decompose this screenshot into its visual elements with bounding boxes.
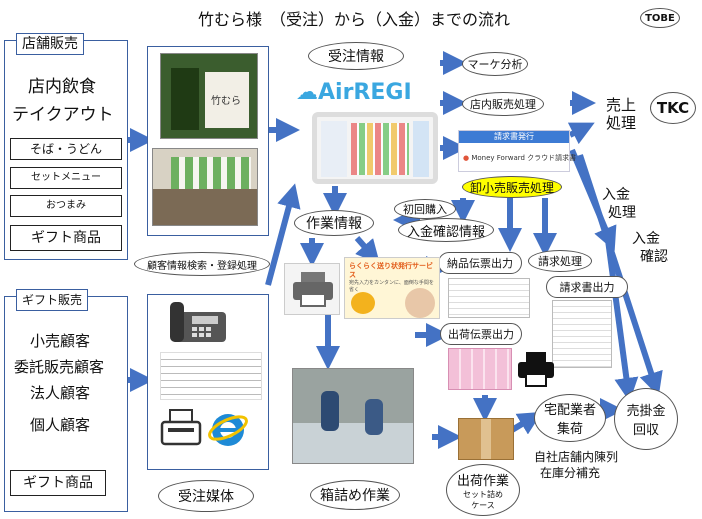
store-gift-item: ギフト商品 (10, 225, 122, 251)
payment-processing-label-2: 処理 (608, 205, 636, 221)
invoice-print-bubble: 請求書出力 (546, 276, 628, 298)
receivable-label: 売掛金 (626, 404, 666, 419)
tablet-sidebar (321, 121, 347, 177)
shipping-work-bubble: 出荷作業 セット詰め ケース (446, 464, 520, 516)
printer-card (284, 263, 340, 315)
order-list-sheet (160, 352, 262, 400)
first-purchase-bubble: 初回購入 (394, 199, 456, 219)
packing-photo (292, 368, 414, 464)
customer-consign: 委託販売顧客 (14, 358, 105, 376)
store-display-label-1: 自社店舗内陳列 (534, 450, 619, 464)
shipping-slip-bubble: 出荷伝票出力 (440, 323, 522, 345)
customer-corporate: 法人顧客 (30, 384, 91, 402)
marketing-analysis-bubble: マーケ分析 (462, 52, 528, 76)
menu-item-otsumami: おつまみ (10, 195, 122, 217)
courier-pickup-bubble: 宅配業者 集荷 (534, 394, 606, 442)
rakuraku-banner: らくらく送り状発行サービス 宛先入力をカンタンに、面倒な手間を省く (344, 257, 440, 319)
packing-worker-2 (365, 399, 383, 435)
shop-interior-photo (152, 148, 258, 226)
payment-confirm-label-1: 入金 (632, 231, 660, 247)
customer-search-bubble: 顧客情報検索・登録処理 (134, 252, 270, 276)
invoice-processing-bubble: 請求処理 (528, 250, 592, 272)
menu-item-soba: そば・うどん (10, 138, 122, 160)
shop-sign-text: 竹むら (211, 96, 241, 107)
payment-check-info-bubble: 入金確認情報 (398, 218, 494, 242)
payment-confirm-label-2: 確認 (640, 249, 668, 265)
shipping-work-sub1: セット詰め (463, 489, 503, 499)
gift-sales-tag: ギフト販売 (16, 289, 89, 311)
tkc-badge: TKC (650, 92, 696, 124)
rakuraku-badge (351, 292, 375, 314)
mf-mark-icon: ● (463, 154, 470, 162)
internet-explorer-icon (208, 414, 248, 446)
store-sales-tag: 店舗販売 (16, 33, 84, 55)
tablet-total (413, 121, 429, 177)
packing-work-bubble: 箱詰め作業 (310, 480, 400, 510)
rakuraku-person (405, 288, 435, 318)
telephone-icon (170, 302, 226, 342)
airregi-logo-text: AirREGI (318, 80, 412, 105)
money-forward-card: 請求書発行 ● Money Forward クラウド請求書 (458, 130, 576, 172)
product-boxes (171, 157, 251, 189)
dine-in-label: 店内飲食 (28, 77, 96, 97)
mf-brand-text: Money Forward クラウド請求書 (471, 154, 577, 162)
customer-individual: 個人顧客 (30, 416, 91, 434)
cardboard-box (458, 418, 514, 460)
packing-floor (293, 423, 413, 463)
gift-sales-gift-item: ギフト商品 (10, 470, 106, 496)
wholesale-processing-bubble: 卸小売販売処理 (462, 176, 562, 198)
delivery-slip-doc (448, 278, 530, 318)
mf-header-bar: 請求書発行 (459, 131, 569, 143)
takeout-label: テイクアウト (12, 105, 114, 125)
menu-item-set: セットメニュー (10, 167, 122, 189)
delivery-slip-bubble: 納品伝票出力 (438, 252, 522, 274)
collection-label: 回収 (632, 423, 659, 438)
order-media-bubble: 受注媒体 (158, 480, 254, 512)
airregi-logo: ☁AirREGI (296, 80, 412, 105)
rakuraku-subtitle: 宛先入力をカンタンに、面倒な手間を省く (349, 280, 434, 293)
printer-icon (293, 272, 333, 307)
shop-front-photo: 竹むら (160, 53, 258, 139)
shipping-work-title: 出荷作業 (456, 473, 509, 489)
page-title: 竹むら様 （受注）から（入金）までの流れ (198, 10, 511, 29)
courier-label: 宅配業者 (543, 403, 596, 418)
tobe-badge: TOBE (640, 8, 680, 28)
receivable-collection-bubble: 売掛金 回収 (614, 388, 678, 450)
instore-processing-bubble: 店内販売処理 (462, 92, 544, 116)
sales-processing-label-2: 処理 (606, 114, 637, 132)
shipping-work-sub2: ケース (471, 500, 495, 510)
rakuraku-title: らくらく送り状発行サービス (349, 262, 433, 279)
sales-processing-label-1: 売上 (606, 96, 637, 114)
fax-icon (160, 409, 202, 446)
packing-worker (321, 391, 339, 431)
work-info-bubble: 作業情報 (294, 210, 374, 236)
order-info-bubble: 受注情報 (308, 42, 404, 70)
airregi-tablet (312, 112, 438, 184)
shop-sign-board (171, 68, 199, 130)
customer-retail: 小売顧客 (30, 332, 91, 350)
payment-processing-label-1: 入金 (602, 187, 630, 203)
box-tape (481, 419, 491, 459)
shop-noren (205, 72, 249, 128)
mf-logo: ● Money Forward クラウド請求書 (463, 153, 576, 163)
invoice-doc (552, 300, 612, 368)
cloud-icon: ☁ (296, 80, 318, 105)
pickup-label: 集荷 (556, 422, 583, 437)
shipping-slip-doc (448, 348, 512, 390)
store-display-label-2: 在庫分補充 (540, 466, 601, 480)
shelf-area (153, 189, 257, 225)
shipping-printer-icon (518, 352, 554, 387)
tablet-grid (351, 123, 409, 175)
